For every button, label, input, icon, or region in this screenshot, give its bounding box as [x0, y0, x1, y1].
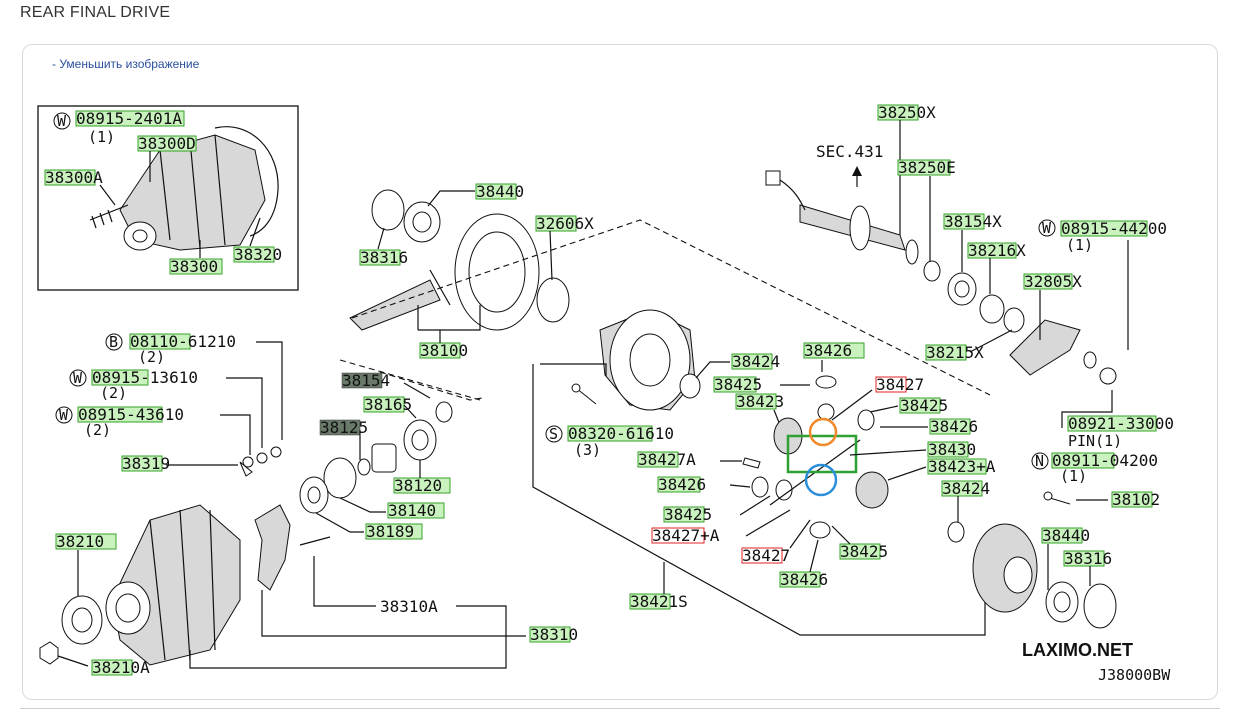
- part-label[interactable]: 38425: [840, 542, 888, 561]
- part-label[interactable]: 38250E: [898, 158, 956, 177]
- part-label[interactable]: 38425: [664, 505, 712, 524]
- part-label[interactable]: 32805X: [1024, 272, 1082, 291]
- part-label[interactable]: 38316: [1064, 549, 1112, 568]
- part-label[interactable]: 08915-13610: [92, 368, 198, 387]
- prefix-s: S: [549, 425, 558, 443]
- page-title: REAR FINAL DRIVE: [20, 4, 171, 21]
- part-label[interactable]: 38310: [530, 625, 578, 644]
- part-label[interactable]: 38154: [342, 371, 390, 390]
- part-label[interactable]: 38100: [420, 341, 468, 360]
- prefix-w: W: [59, 406, 69, 424]
- part-label[interactable]: 38310A: [380, 597, 438, 616]
- part-label[interactable]: 38250X: [878, 103, 936, 122]
- part-label[interactable]: 38319: [122, 454, 170, 473]
- divider: [20, 708, 1220, 709]
- prefix-w: W: [1042, 219, 1052, 237]
- part-label[interactable]: 08915-2401A: [76, 109, 182, 128]
- prefix-w: W: [57, 112, 67, 130]
- part-label[interactable]: 38426: [804, 341, 852, 360]
- assembly-dash-line: [351, 219, 991, 396]
- assembly-dash-line: [379, 371, 483, 401]
- part-label[interactable]: 38154X: [944, 212, 1002, 231]
- differential-case-illustration: [571, 309, 701, 411]
- part-label[interactable]: 38426: [780, 570, 828, 589]
- part-label[interactable]: 38424: [732, 352, 780, 371]
- part-label[interactable]: 38430: [928, 440, 976, 459]
- part-label[interactable]: 08110-61210: [130, 332, 236, 351]
- prefix-n: N: [1035, 452, 1044, 470]
- diagram-code: J38000BW: [1098, 666, 1171, 684]
- inset-frame: [37, 105, 299, 291]
- ring-gear-illustration: [972, 491, 1117, 629]
- part-label[interactable]: 38165: [364, 395, 412, 414]
- highlight-rectangle: [786, 434, 858, 474]
- part-label[interactable]: 38427+A: [652, 526, 720, 545]
- part-label[interactable]: 38215X: [926, 343, 984, 362]
- part-label[interactable]: 38320: [234, 245, 282, 264]
- rear-cover-illustration: [39, 504, 331, 666]
- highlight-circle-orange: [808, 417, 838, 447]
- quantity-label: (1): [88, 128, 115, 146]
- part-label[interactable]: 08911-04200: [1052, 451, 1158, 470]
- part-label[interactable]: 38140: [388, 501, 436, 520]
- prefix-w: W: [73, 369, 83, 387]
- part-label[interactable]: 08915-43610: [78, 405, 184, 424]
- quantity-label: (3): [574, 441, 601, 459]
- pinion-gear-illustration: [349, 189, 570, 331]
- part-label[interactable]: 38427: [742, 546, 790, 565]
- part-label[interactable]: 38427: [876, 375, 924, 394]
- prefix-b: B: [109, 333, 118, 351]
- label-highlight: [75, 110, 185, 127]
- part-label[interactable]: 38427A: [638, 450, 696, 469]
- part-label[interactable]: 38421S: [630, 592, 688, 611]
- part-label[interactable]: 38125: [320, 418, 368, 437]
- part-label[interactable]: 38210A: [92, 658, 150, 677]
- part-label[interactable]: 38440: [476, 182, 524, 201]
- side-flange-illustration: [765, 170, 1117, 385]
- part-label[interactable]: 38423+A: [928, 457, 996, 476]
- quantity-label: (1): [1066, 236, 1093, 254]
- quantity-label: (2): [84, 421, 111, 439]
- quantity-label: (2): [100, 384, 127, 402]
- part-label[interactable]: 38216X: [968, 241, 1026, 260]
- w-washer-symbol: [53, 112, 71, 130]
- part-label[interactable]: 38102: [1112, 490, 1160, 509]
- part-label[interactable]: 38425: [714, 375, 762, 394]
- part-label[interactable]: 08915-44200: [1061, 219, 1167, 238]
- part-label[interactable]: 38423: [736, 392, 784, 411]
- part-label[interactable]: 38424: [942, 479, 990, 498]
- part-label[interactable]: 38300D: [138, 134, 196, 153]
- part-label[interactable]: 38300: [170, 257, 218, 276]
- part-label[interactable]: 38120: [394, 476, 442, 495]
- brand-watermark: LAXIMO.NET: [1022, 640, 1133, 660]
- quantity-label: PIN(1): [1068, 432, 1122, 450]
- highlight-circle-blue: [804, 463, 838, 497]
- part-label[interactable]: 32606X: [536, 214, 594, 233]
- part-label[interactable]: 38210: [56, 532, 104, 551]
- part-label[interactable]: 38425: [900, 396, 948, 415]
- section-reference[interactable]: SEC.431: [816, 142, 883, 161]
- part-label[interactable]: 38300A: [45, 168, 103, 187]
- part-label[interactable]: 38440: [1042, 526, 1090, 545]
- shrink-image-link[interactable]: - Уменьшить изображение: [52, 57, 200, 71]
- part-label[interactable]: 38426: [658, 475, 706, 494]
- part-label[interactable]: 08921-33000: [1068, 414, 1174, 433]
- part-label[interactable]: 38316: [360, 248, 408, 267]
- part-label[interactable]: 38189: [366, 522, 414, 541]
- quantity-label: (2): [138, 348, 165, 366]
- part-label[interactable]: 38426: [930, 417, 978, 436]
- small-bolts-illustration: [242, 446, 282, 468]
- seal-ring: [435, 401, 453, 423]
- part-label[interactable]: 08320-61610: [568, 424, 674, 443]
- quantity-label: (1): [1060, 467, 1087, 485]
